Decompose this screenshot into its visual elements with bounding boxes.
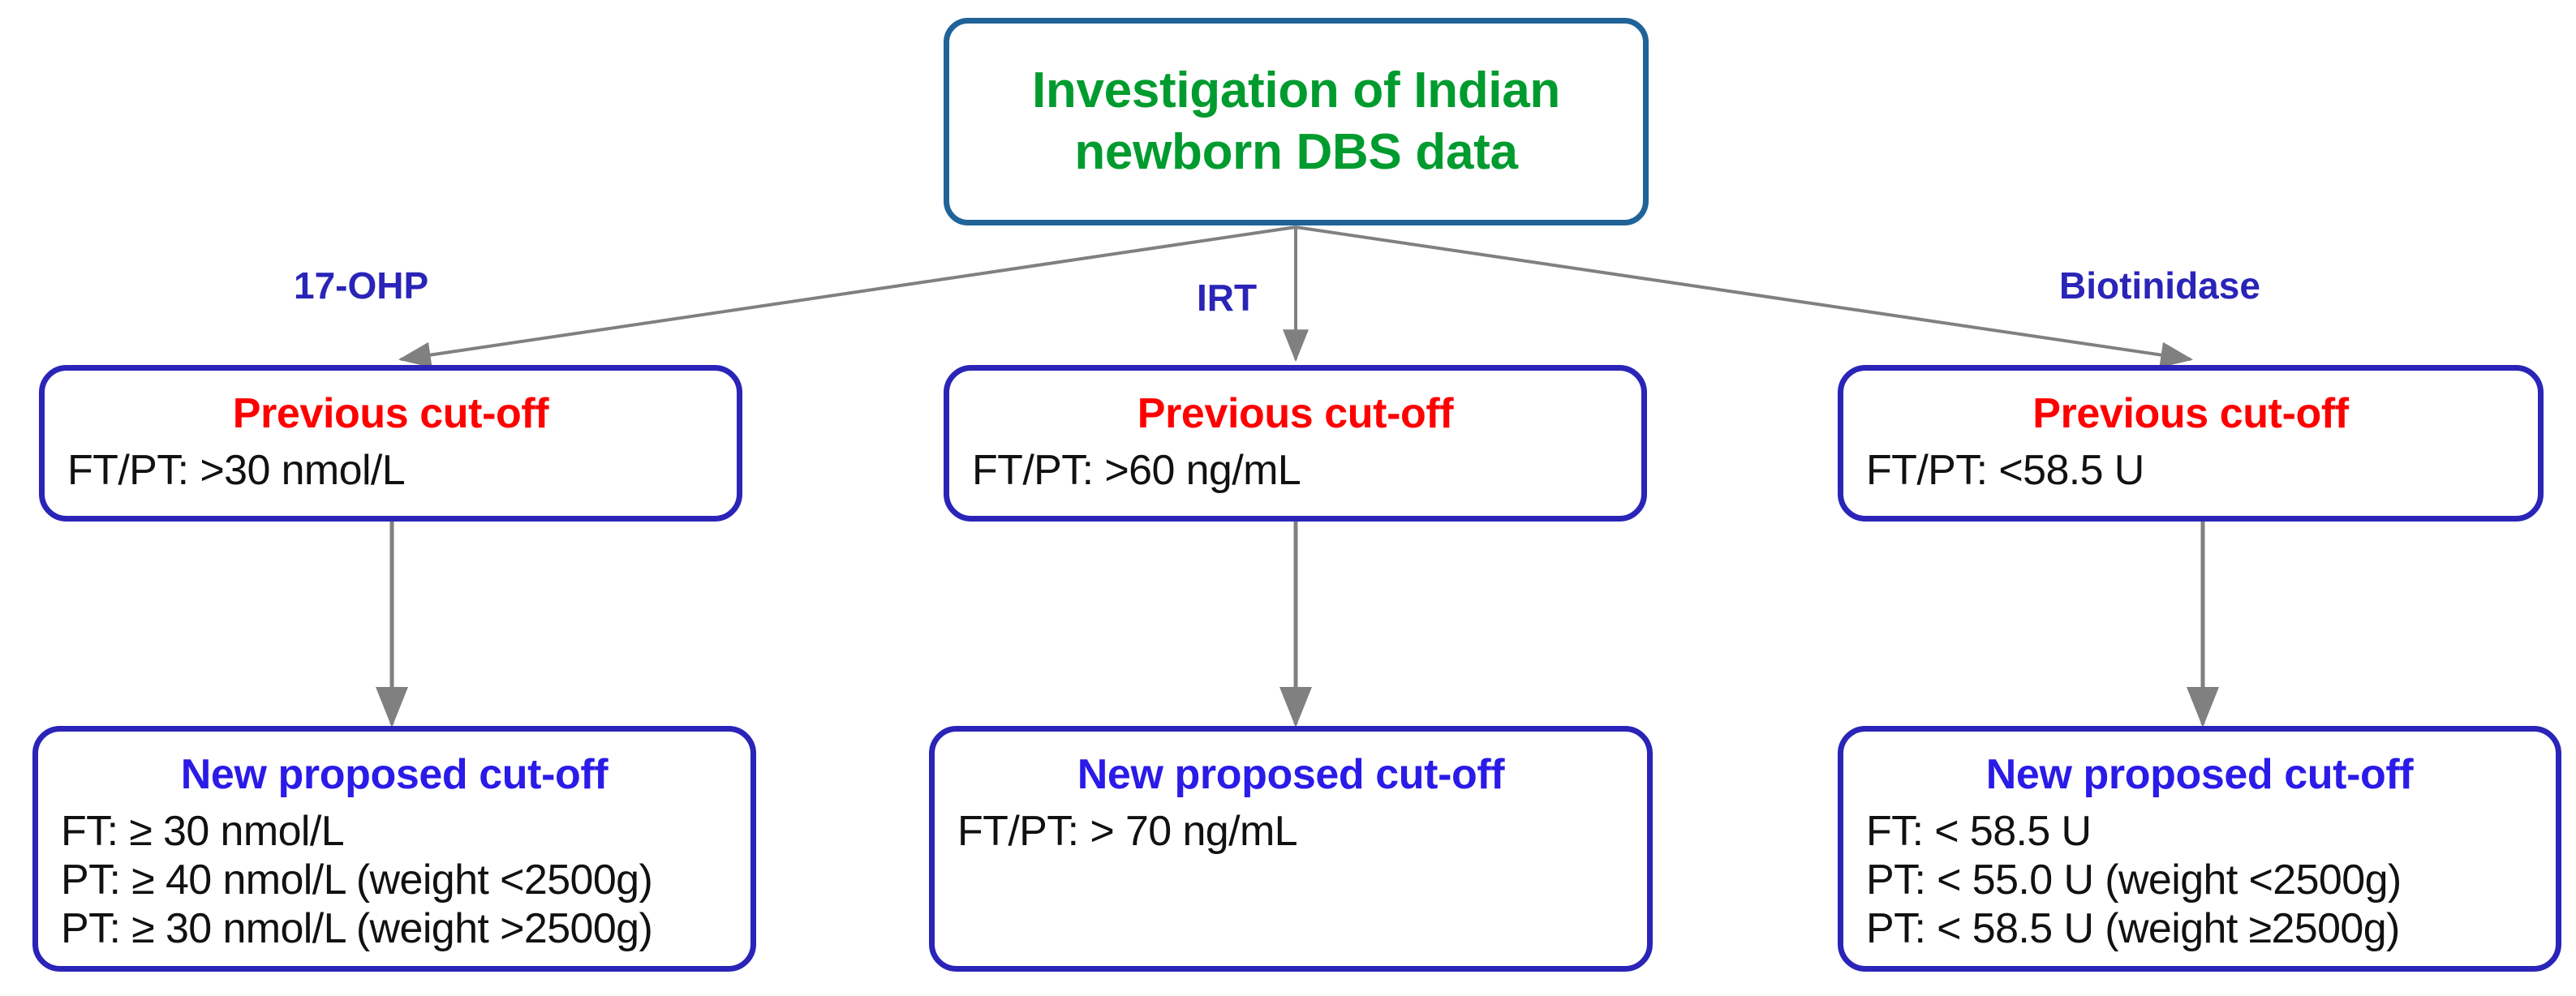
- new-proposed-values-17-ohp: FT: ≥ 30 nmol/L PT: ≥ 40 nmol/L (weight …: [38, 807, 750, 954]
- new-proposed-values-biotinidase: FT: < 58.5 U PT: < 55.0 U (weight <2500g…: [1843, 807, 2556, 954]
- root-title-line-2: newborn DBS data: [1074, 124, 1518, 180]
- previous-cutoff-heading-irt: Previous cut-off: [1137, 390, 1454, 437]
- connector-root-to-biotinidase: [1295, 225, 2194, 368]
- root-node-investigation[interactable]: Investigation of Indian newborn DBS data: [944, 18, 1649, 225]
- cutoff-line: PT: < 55.0 U (weight <2500g): [1866, 856, 2402, 904]
- connector-root-to-17ohp: [398, 225, 1297, 368]
- root-title-line-1: Investigation of Indian: [1031, 62, 1560, 119]
- new-proposed-cutoff-box-biotinidase[interactable]: New proposed cut-off FT: < 58.5 U PT: < …: [1838, 726, 2561, 972]
- cutoff-line: PT: < 58.5 U (weight ≥2500g): [1866, 905, 2400, 953]
- branch-label-17-ohp: 17-OHP: [294, 264, 429, 307]
- cutoff-line: FT/PT: <58.5 U: [1866, 446, 2144, 494]
- new-proposed-heading-17-ohp: New proposed cut-off: [180, 751, 609, 798]
- previous-cutoff-box-biotinidase[interactable]: Previous cut-off FT/PT: <58.5 U: [1838, 365, 2544, 522]
- previous-cutoff-values-17-ohp: FT/PT: >30 nmol/L: [45, 446, 737, 495]
- previous-cutoff-values-irt: FT/PT: >60 ng/mL: [949, 446, 1641, 495]
- previous-cutoff-box-17-ohp[interactable]: Previous cut-off FT/PT: >30 nmol/L: [39, 365, 742, 522]
- root-node-title: Investigation of Indian newborn DBS data: [1032, 60, 1560, 182]
- cutoff-line: PT: ≥ 30 nmol/L (weight >2500g): [61, 905, 653, 953]
- new-proposed-heading-irt: New proposed cut-off: [1077, 751, 1505, 798]
- previous-cutoff-values-biotinidase: FT/PT: <58.5 U: [1843, 446, 2538, 495]
- branch-label-biotinidase: Biotinidase: [2059, 264, 2260, 307]
- previous-cutoff-heading-17-ohp: Previous cut-off: [232, 390, 549, 437]
- new-proposed-heading-biotinidase: New proposed cut-off: [1985, 751, 2414, 798]
- cutoff-line: FT/PT: >60 ng/mL: [972, 446, 1301, 494]
- previous-cutoff-box-irt[interactable]: Previous cut-off FT/PT: >60 ng/mL: [944, 365, 1647, 522]
- cutoff-line: FT: ≥ 30 nmol/L: [61, 807, 345, 855]
- branch-label-irt: IRT: [1197, 277, 1258, 319]
- new-proposed-cutoff-box-17-ohp[interactable]: New proposed cut-off FT: ≥ 30 nmol/L PT:…: [32, 726, 756, 972]
- cutoff-line: FT/PT: > 70 ng/mL: [957, 807, 1298, 855]
- cutoff-line: PT: ≥ 40 nmol/L (weight <2500g): [61, 856, 653, 904]
- new-proposed-cutoff-box-irt[interactable]: New proposed cut-off FT/PT: > 70 ng/mL: [929, 726, 1653, 972]
- previous-cutoff-heading-biotinidase: Previous cut-off: [2032, 390, 2349, 437]
- cutoff-line: FT: < 58.5 U: [1866, 807, 2092, 855]
- new-proposed-values-irt: FT/PT: > 70 ng/mL: [935, 807, 1647, 856]
- cutoff-line: FT/PT: >30 nmol/L: [67, 446, 406, 494]
